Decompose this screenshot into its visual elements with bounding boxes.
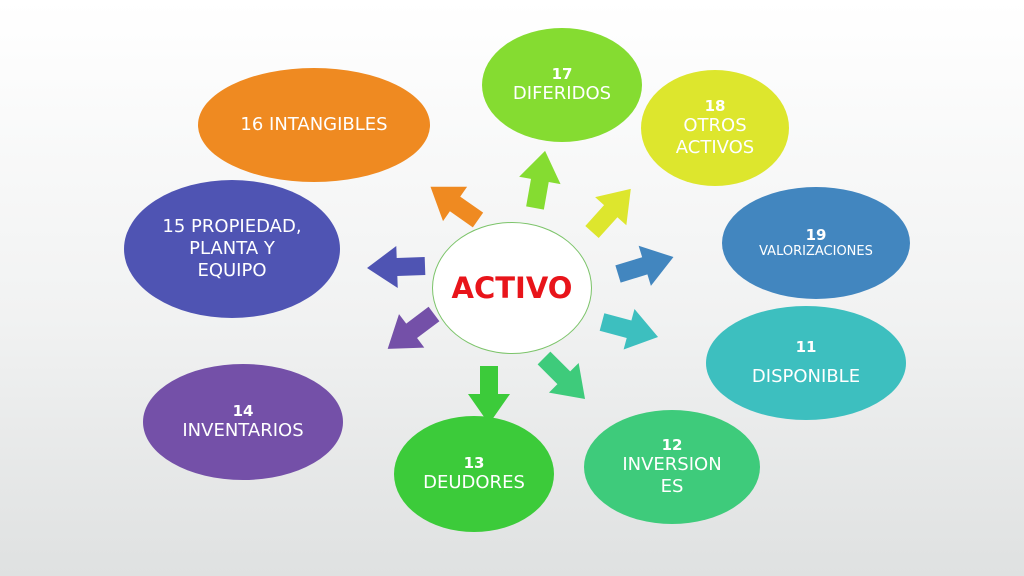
node-label: INVENTARIOS: [182, 420, 304, 441]
node-label: 15 PROPIEDAD, PLANTA Y EQUIPO: [162, 216, 302, 281]
node-number: 17: [551, 65, 573, 83]
node-label: 16 INTANGIBLES: [240, 114, 388, 135]
node-number: 14: [232, 402, 254, 420]
center-node-activo: ACTIVO: [432, 222, 592, 354]
arrow-to-deudores: [468, 366, 510, 424]
node-inventarios: 14 INVENTARIOS: [143, 364, 343, 480]
arrow-to-inversiones: [537, 351, 586, 400]
node-valorizaciones: 19 VALORIZACIONES: [722, 187, 910, 299]
node-propiedad-planta-equipo: 15 PROPIEDAD, PLANTA Y EQUIPO: [124, 180, 340, 318]
node-inversiones: 12 INVERSION ES: [584, 410, 760, 524]
center-label: ACTIVO: [451, 271, 573, 305]
arrow-to-diferidos: [519, 150, 561, 210]
arrow-to-valorizaciones: [615, 245, 674, 286]
node-deudores: 13 DEUDORES: [394, 416, 554, 532]
arrow-to-disponible: [599, 308, 659, 350]
node-number: 18: [704, 97, 726, 115]
arrow-to-intangibles: [430, 186, 484, 228]
node-disponible: 11 DISPONIBLE: [706, 306, 906, 420]
node-diferidos: 17 DIFERIDOS: [482, 28, 642, 142]
node-label: OTROS ACTIVOS: [675, 115, 755, 158]
node-number: 19: [805, 226, 827, 244]
node-label: DIFERIDOS: [512, 83, 612, 104]
node-label: VALORIZACIONES: [759, 244, 873, 259]
arrow-to-propiedad: [367, 245, 426, 288]
arrow-to-inventarios: [387, 306, 440, 349]
node-number: 13: [463, 454, 485, 472]
node-number: 11: [795, 338, 817, 356]
node-label: INVERSION ES: [622, 454, 722, 497]
node-number: 12: [661, 436, 683, 454]
node-intangibles: 16 INTANGIBLES: [198, 68, 430, 182]
arrow-to-otros-activos: [585, 188, 631, 239]
node-label: DISPONIBLE: [751, 366, 861, 387]
node-label: DEUDORES: [423, 472, 525, 493]
node-otros-activos: 18 OTROS ACTIVOS: [641, 70, 789, 186]
